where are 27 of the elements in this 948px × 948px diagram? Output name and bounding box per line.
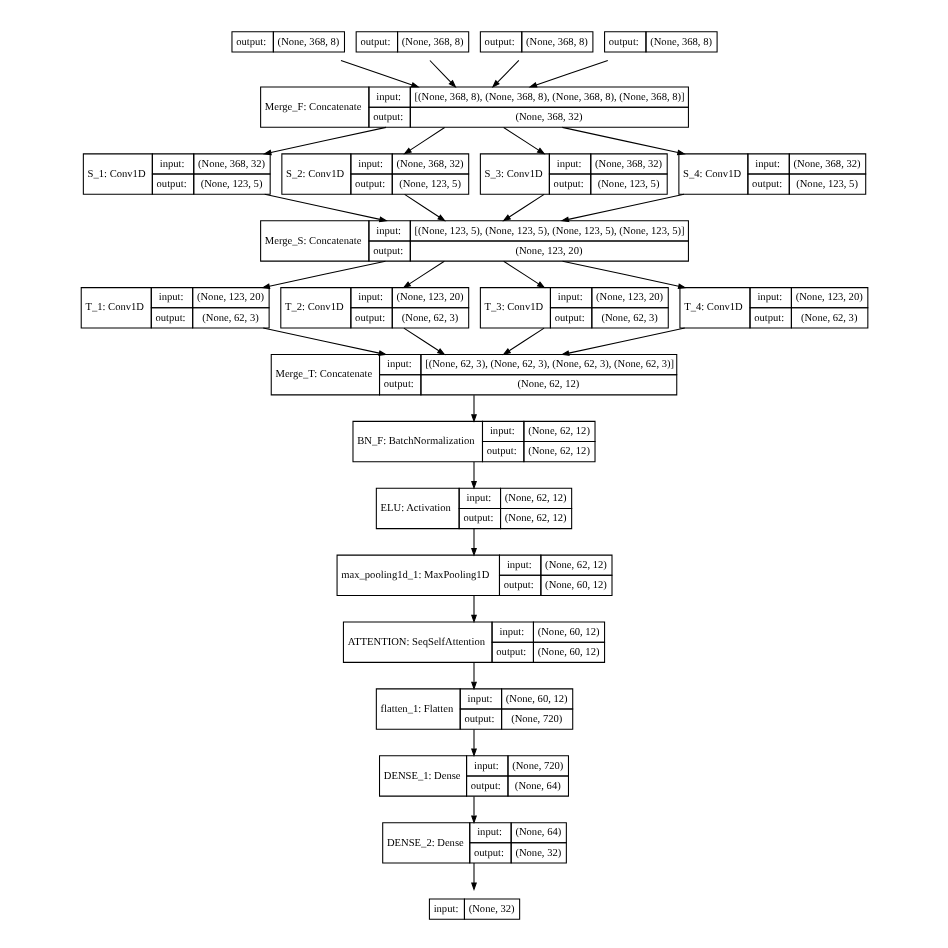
arrow bbox=[502, 326, 545, 355]
arrow bbox=[491, 58, 520, 87]
arrow bbox=[471, 460, 477, 489]
arrow bbox=[503, 125, 546, 154]
arrow bbox=[261, 259, 386, 289]
arrow bbox=[264, 192, 388, 222]
arrow bbox=[562, 259, 687, 289]
arrow bbox=[503, 259, 546, 288]
arrow bbox=[560, 326, 686, 355]
arrow bbox=[560, 192, 685, 222]
arrow bbox=[528, 58, 609, 87]
arrow bbox=[471, 861, 477, 890]
arrow bbox=[502, 192, 545, 221]
arrow bbox=[471, 594, 477, 623]
arrow bbox=[561, 125, 686, 155]
arrow bbox=[403, 326, 446, 355]
arrow bbox=[471, 527, 477, 556]
arrow bbox=[429, 58, 457, 88]
arrow bbox=[402, 259, 445, 288]
arrow bbox=[262, 125, 387, 155]
arrow bbox=[471, 728, 477, 757]
arrow bbox=[471, 794, 477, 823]
arrow bbox=[262, 326, 388, 355]
arrow bbox=[471, 661, 477, 690]
arrow bbox=[403, 125, 446, 154]
arrow bbox=[471, 393, 477, 422]
arrow bbox=[404, 192, 446, 221]
